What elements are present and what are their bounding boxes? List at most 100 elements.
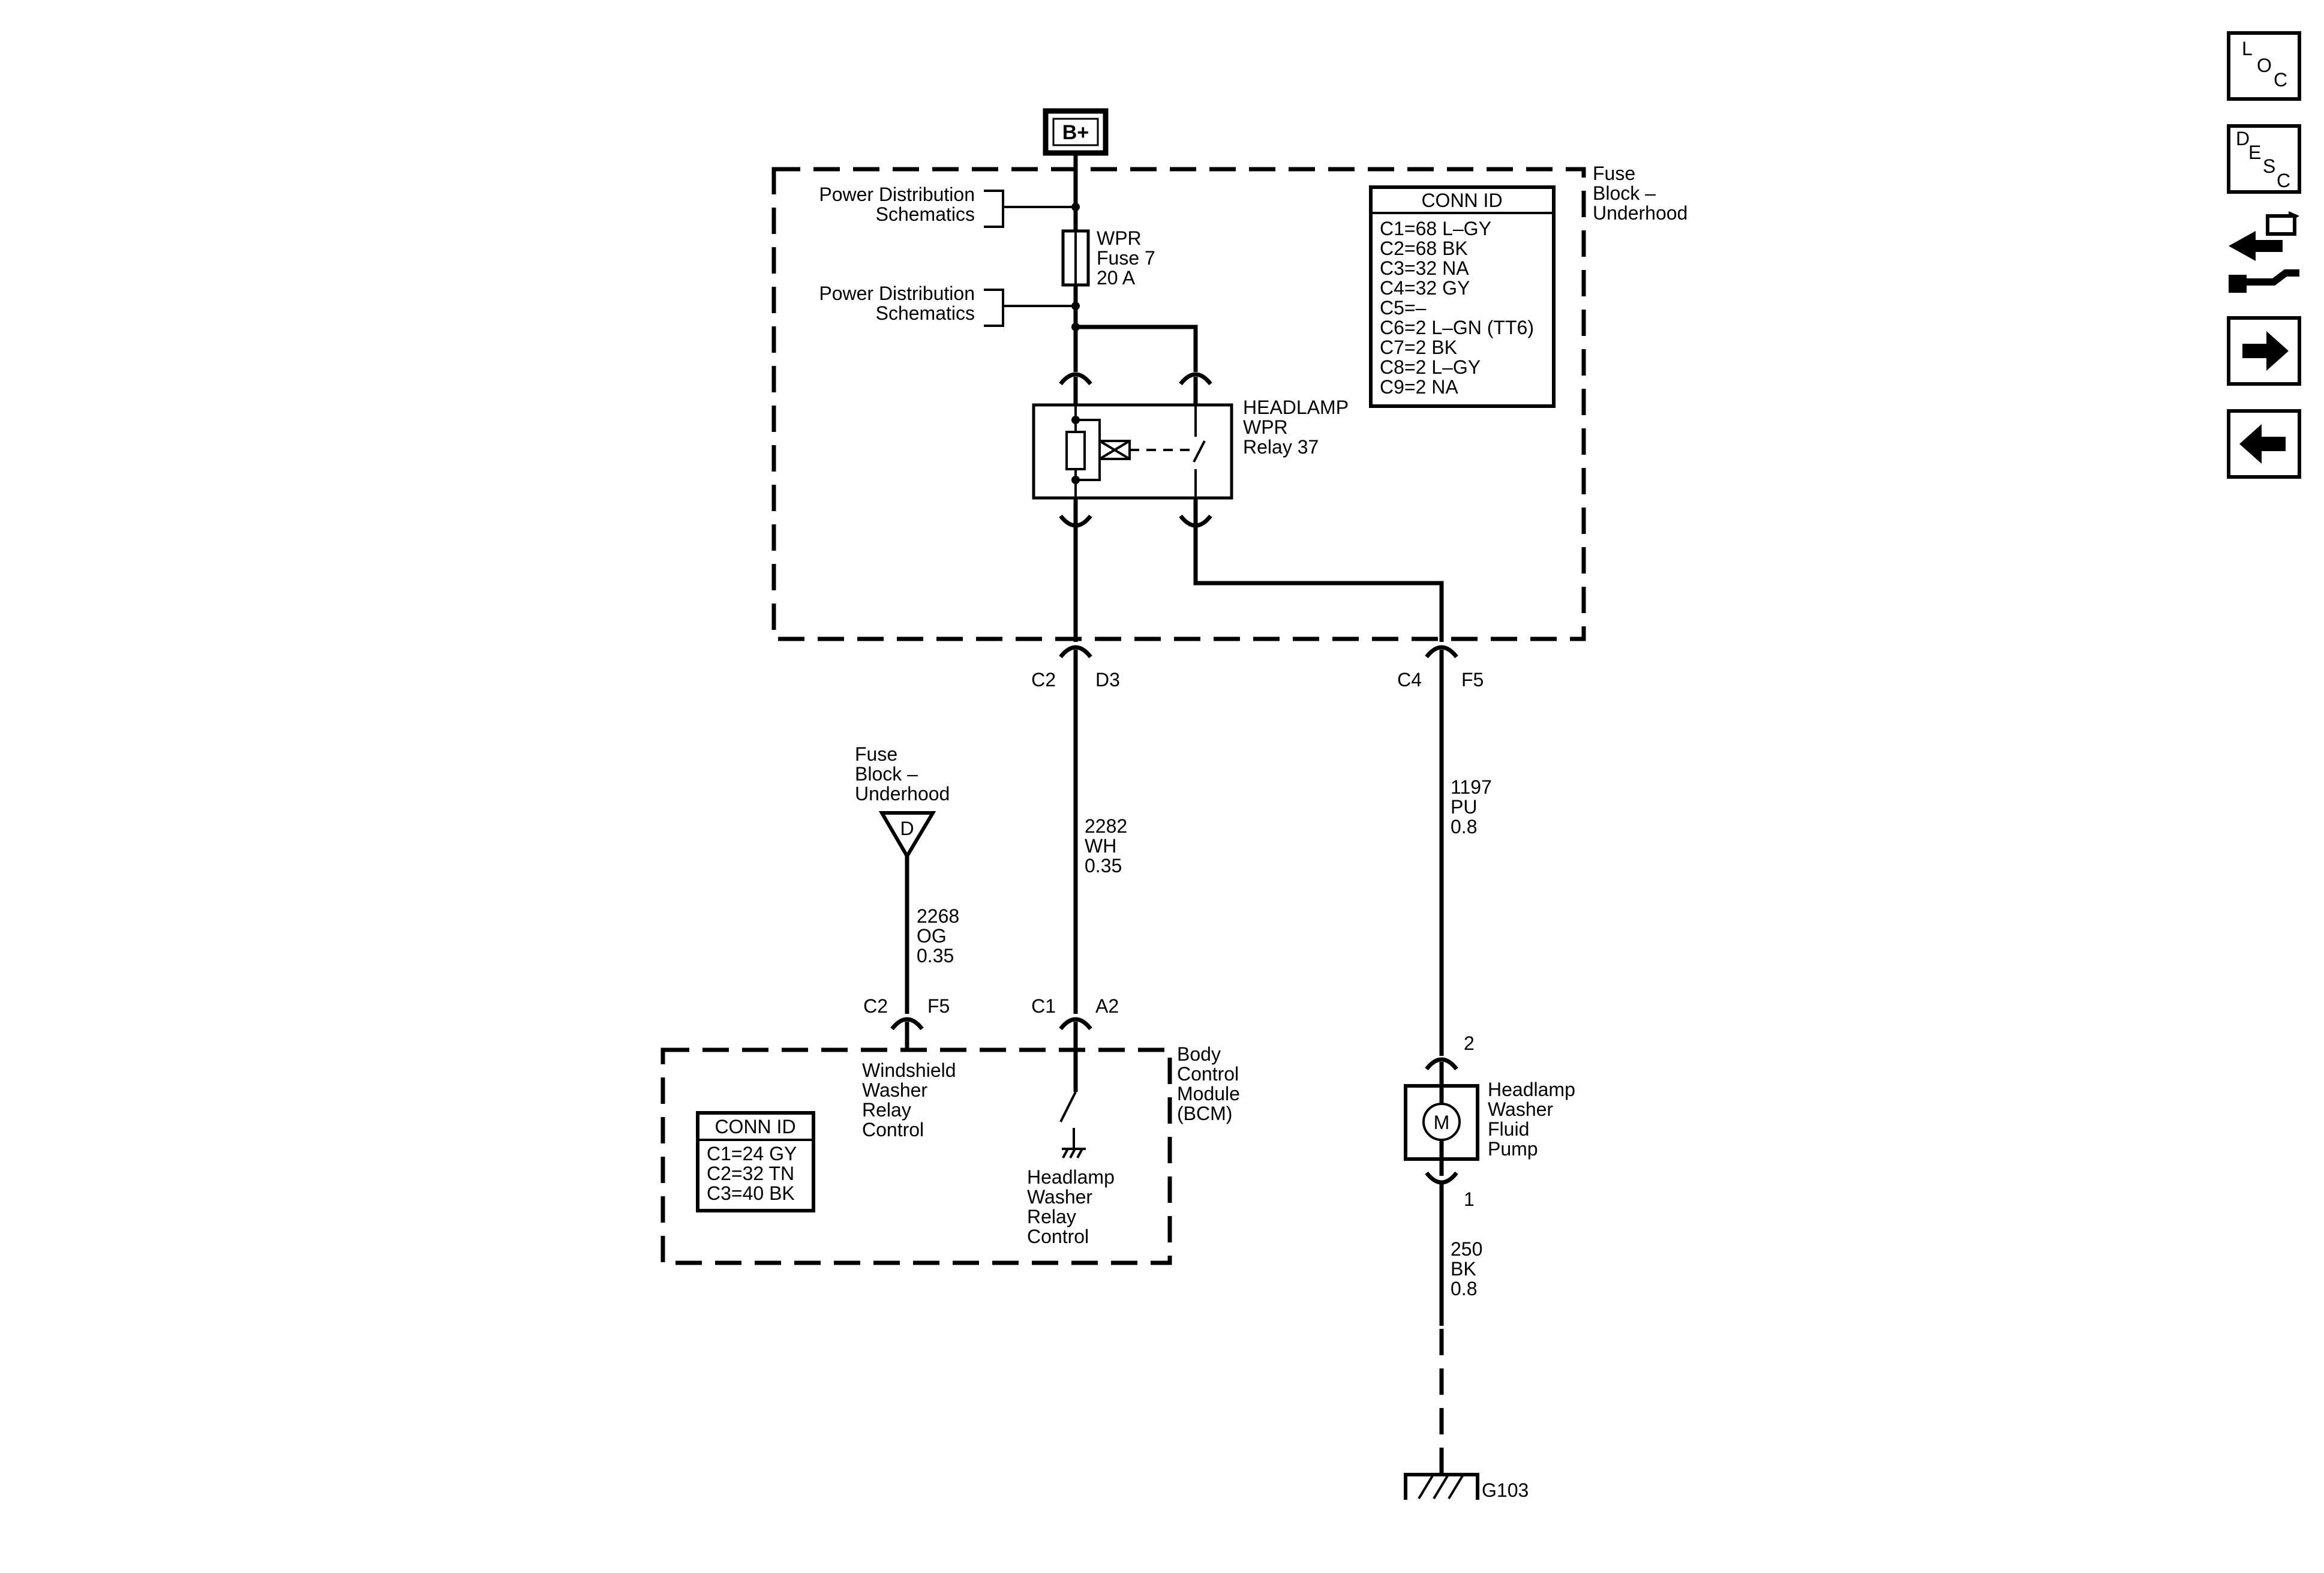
desc-button[interactable]: D E S C bbox=[2227, 124, 2301, 194]
svg-text:Fluid: Fluid bbox=[1488, 1118, 1529, 1140]
svg-text:0.35: 0.35 bbox=[917, 945, 954, 966]
svg-text:Fuse: Fuse bbox=[1593, 163, 1635, 184]
svg-text:Power Distribution: Power Distribution bbox=[819, 184, 975, 205]
svg-text:L: L bbox=[2242, 38, 2253, 59]
svg-text:Schematics: Schematics bbox=[876, 302, 975, 324]
svg-text:Schematics: Schematics bbox=[876, 203, 975, 225]
wire-label-250: 250 BK 0.8 bbox=[1451, 1238, 1482, 1299]
svg-text:C2: C2 bbox=[863, 995, 888, 1017]
svg-text:PU: PU bbox=[1451, 796, 1477, 818]
forward-arrow-button[interactable] bbox=[2227, 316, 2301, 386]
svg-text:Block –: Block – bbox=[1593, 182, 1656, 204]
svg-text:C: C bbox=[2277, 170, 2290, 191]
svg-text:C3=32 NA: C3=32 NA bbox=[1380, 257, 1469, 279]
svg-text:(BCM): (BCM) bbox=[1177, 1103, 1232, 1124]
svg-text:C2: C2 bbox=[1031, 669, 1056, 691]
svg-text:CONN ID: CONN ID bbox=[1421, 190, 1502, 211]
headlamp-washer-fluid-pump: 2 M 1 Headlamp Washer Fluid Pump bbox=[1404, 1032, 1575, 1210]
svg-text:C8=2 L–GY: C8=2 L–GY bbox=[1380, 356, 1481, 378]
svg-text:O: O bbox=[2257, 55, 2272, 76]
svg-text:HEADLAMP: HEADLAMP bbox=[1243, 397, 1349, 418]
fuse-block-connector-c4-f5: C4 F5 bbox=[1397, 645, 1484, 691]
loc-button[interactable]: L O C bbox=[2227, 31, 2301, 101]
back-arrow-button[interactable] bbox=[2227, 409, 2301, 479]
power-distribution-ref-bottom[interactable]: Power Distribution Schematics bbox=[819, 283, 1076, 327]
svg-text:C6=2 L–GN (TT6): C6=2 L–GN (TT6) bbox=[1380, 317, 1534, 338]
bcm-conn-id-table: CONN ID C1=24 GY C2=32 TN C3=40 BK bbox=[696, 1111, 815, 1212]
svg-text:Body: Body bbox=[1177, 1043, 1221, 1065]
svg-text:Relay: Relay bbox=[862, 1099, 911, 1121]
svg-text:Relay 37: Relay 37 bbox=[1243, 436, 1319, 458]
wire-label-1197: 1197 PU 0.8 bbox=[1451, 776, 1492, 837]
svg-text:C4: C4 bbox=[1397, 669, 1422, 691]
svg-text:D: D bbox=[2236, 128, 2250, 149]
svg-text:C2=32 TN: C2=32 TN bbox=[707, 1163, 794, 1184]
fuse-block-conn-id-table: CONN ID C1=68 L–GY C2=68 BK C3=32 NA C4=… bbox=[1369, 185, 1556, 408]
svg-text:D3: D3 bbox=[1095, 669, 1120, 691]
svg-text:Power Distribution: Power Distribution bbox=[819, 283, 975, 304]
svg-text:A2: A2 bbox=[1095, 995, 1119, 1017]
splice-fuse-block-d: Fuse Block – Underhood D bbox=[855, 743, 950, 860]
svg-text:S: S bbox=[2263, 155, 2275, 177]
right-arrow-icon bbox=[2242, 331, 2289, 371]
svg-text:CONN ID: CONN ID bbox=[714, 1116, 795, 1137]
svg-text:Underhood: Underhood bbox=[855, 783, 950, 804]
svg-text:Washer: Washer bbox=[862, 1079, 927, 1101]
svg-text:Washer: Washer bbox=[1027, 1186, 1092, 1208]
fuse-block-connector-c2-d3: C2 D3 bbox=[1031, 645, 1120, 691]
bcm-outline bbox=[660, 1047, 1172, 1265]
svg-text:C3=40 BK: C3=40 BK bbox=[707, 1182, 795, 1204]
bcm-connector-c2-f5: C2 F5 bbox=[863, 995, 950, 1051]
svg-text:Control: Control bbox=[862, 1119, 924, 1140]
svg-text:C1=68 L–GY: C1=68 L–GY bbox=[1380, 218, 1491, 239]
ground-g103: G103 bbox=[1404, 1452, 1529, 1501]
left-arrow-icon bbox=[2239, 424, 2286, 464]
svg-text:Control: Control bbox=[1177, 1063, 1239, 1085]
svg-text:20 A: 20 A bbox=[1097, 267, 1136, 289]
svg-text:WPR: WPR bbox=[1243, 416, 1288, 438]
svg-text:OG: OG bbox=[917, 925, 947, 947]
wire-label-2268: 2268 OG 0.35 bbox=[917, 905, 959, 966]
svg-text:C1=24 GY: C1=24 GY bbox=[707, 1143, 797, 1164]
svg-text:C7=2 BK: C7=2 BK bbox=[1380, 337, 1457, 358]
bcm-title: Body Control Module (BCM) bbox=[1177, 1043, 1240, 1124]
svg-text:F5: F5 bbox=[927, 995, 950, 1017]
svg-text:Washer: Washer bbox=[1488, 1098, 1553, 1120]
wire-label-2282: 2282 WH 0.35 bbox=[1085, 815, 1127, 876]
windshield-washer-relay-control: Windshield Washer Relay Control bbox=[862, 1059, 956, 1140]
svg-text:Headlamp: Headlamp bbox=[1027, 1166, 1115, 1188]
svg-text:Pump: Pump bbox=[1488, 1138, 1538, 1160]
pump-motor-symbol: M bbox=[1434, 1112, 1450, 1133]
svg-text:Fuse: Fuse bbox=[855, 743, 897, 765]
fuse-block-title: Fuse Block – Underhood bbox=[1593, 163, 1688, 224]
svg-text:WH: WH bbox=[1085, 835, 1116, 857]
svg-text:1: 1 bbox=[1464, 1188, 1475, 1210]
svg-text:2268: 2268 bbox=[917, 905, 959, 927]
connector-swap-icon[interactable] bbox=[2229, 211, 2299, 293]
svg-text:250: 250 bbox=[1451, 1238, 1482, 1260]
svg-text:2: 2 bbox=[1464, 1032, 1475, 1054]
svg-text:C5=–: C5=– bbox=[1380, 297, 1427, 319]
svg-text:Windshield: Windshield bbox=[862, 1059, 956, 1081]
svg-text:Module: Module bbox=[1177, 1083, 1240, 1104]
svg-text:0.35: 0.35 bbox=[1085, 855, 1122, 876]
power-distribution-ref-top[interactable]: Power Distribution Schematics bbox=[819, 184, 1076, 228]
svg-text:C: C bbox=[2274, 69, 2287, 91]
svg-text:1197: 1197 bbox=[1451, 776, 1492, 798]
battery-label: B+ bbox=[1062, 121, 1089, 144]
battery-terminal: B+ bbox=[1043, 108, 1109, 156]
svg-text:Underhood: Underhood bbox=[1593, 202, 1688, 224]
svg-text:0.8: 0.8 bbox=[1451, 1278, 1477, 1299]
svg-text:C2=68 BK: C2=68 BK bbox=[1380, 238, 1468, 259]
headlamp-wpr-relay: HEADLAMP WPR Relay 37 bbox=[1032, 397, 1349, 500]
svg-text:C9=2 NA: C9=2 NA bbox=[1380, 376, 1458, 398]
svg-text:E: E bbox=[2248, 142, 2261, 163]
svg-text:Relay: Relay bbox=[1027, 1206, 1076, 1227]
svg-text:Block –: Block – bbox=[855, 763, 918, 785]
wpr-fuse: WPR Fuse 7 20 A bbox=[1061, 207, 1155, 327]
svg-text:WPR: WPR bbox=[1097, 227, 1142, 249]
svg-text:C1: C1 bbox=[1031, 995, 1056, 1017]
svg-text:0.8: 0.8 bbox=[1451, 816, 1477, 837]
svg-text:Control: Control bbox=[1027, 1226, 1089, 1247]
